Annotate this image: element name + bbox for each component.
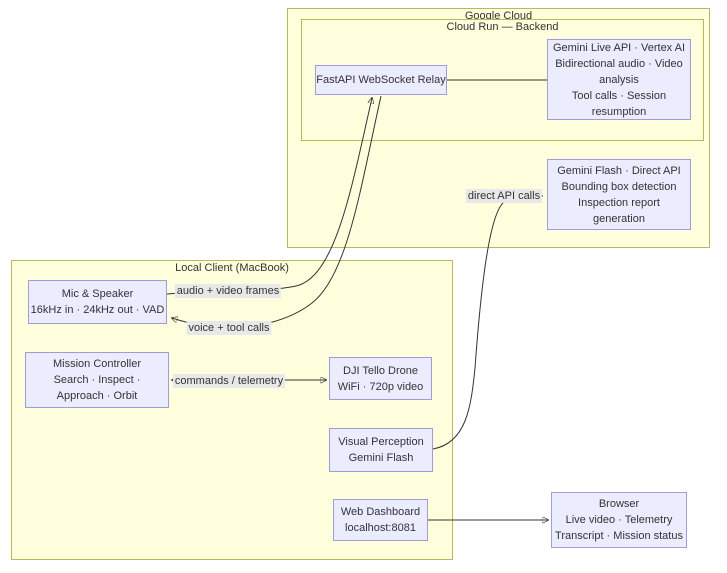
node-web-dashboard: Web Dashboard localhost:8081 bbox=[333, 499, 428, 541]
edge-label-audio-video-frames: audio + video frames bbox=[174, 284, 282, 298]
node-line: Mic & Speaker bbox=[61, 288, 134, 300]
node-line: Browser bbox=[598, 498, 640, 510]
edge-label-direct-api-calls: direct API calls bbox=[465, 189, 543, 203]
node-line: Gemini Flash · Direct API bbox=[557, 164, 681, 177]
node-line: DJI Tello Drone bbox=[343, 364, 418, 377]
node-line: Transcript · Mission status bbox=[555, 530, 683, 542]
node-line: Gemini Flash bbox=[348, 452, 414, 464]
node-line: WiFi · 720p video bbox=[337, 380, 424, 393]
node-line: resumption bbox=[591, 105, 647, 118]
node-line: Visual Perception bbox=[338, 436, 424, 448]
node-dji-tello-drone: DJI Tello Drone WiFi · 720p video bbox=[329, 357, 432, 400]
node-line: Web Dashboard bbox=[340, 506, 421, 518]
node-line: Live video · Telemetry bbox=[565, 514, 673, 526]
node-gemini-flash-direct-api: Gemini Flash · Direct API Bounding box d… bbox=[547, 159, 691, 230]
node-line: Search · Inspect · bbox=[53, 374, 141, 386]
node-mic-speaker: Mic & Speaker 16kHz in · 24kHz out · VAD bbox=[28, 280, 167, 324]
edge-label-commands-telemetry: commands / telemetry bbox=[172, 374, 286, 388]
node-line: generation bbox=[593, 212, 645, 225]
node-mission-controller: Mission Controller Search · Inspect · Ap… bbox=[25, 352, 169, 408]
node-line: localhost:8081 bbox=[345, 522, 416, 534]
edge-label-voice-tool-calls: voice + tool calls bbox=[186, 321, 272, 335]
node-line: FastAPI WebSocket Relay bbox=[316, 74, 446, 86]
node-line: Approach · Orbit bbox=[56, 390, 138, 402]
node-line: Tool calls · Session bbox=[571, 89, 667, 102]
node-line: Mission Controller bbox=[52, 358, 142, 370]
node-line: 16kHz in · 24kHz out · VAD bbox=[30, 304, 165, 316]
node-browser: Browser Live video · Telemetry Transcrip… bbox=[551, 492, 687, 548]
node-line: Gemini Live API · Vertex AI bbox=[552, 41, 686, 54]
cluster-title-local-client: Local Client (MacBook) bbox=[175, 262, 289, 274]
node-gemini-live-api: Gemini Live API · Vertex AI Bidirectiona… bbox=[547, 39, 691, 120]
node-line: Bidirectional audio · Video bbox=[555, 57, 683, 70]
cluster-title-cloud-run-backend: Cloud Run — Backend bbox=[446, 21, 559, 33]
node-line: analysis bbox=[599, 73, 639, 86]
node-visual-perception: Visual Perception Gemini Flash bbox=[329, 428, 433, 472]
node-fastapi-websocket-relay: FastAPI WebSocket Relay bbox=[315, 65, 447, 95]
node-line: Inspection report bbox=[578, 196, 660, 209]
node-line: Bounding box detection bbox=[561, 180, 677, 193]
